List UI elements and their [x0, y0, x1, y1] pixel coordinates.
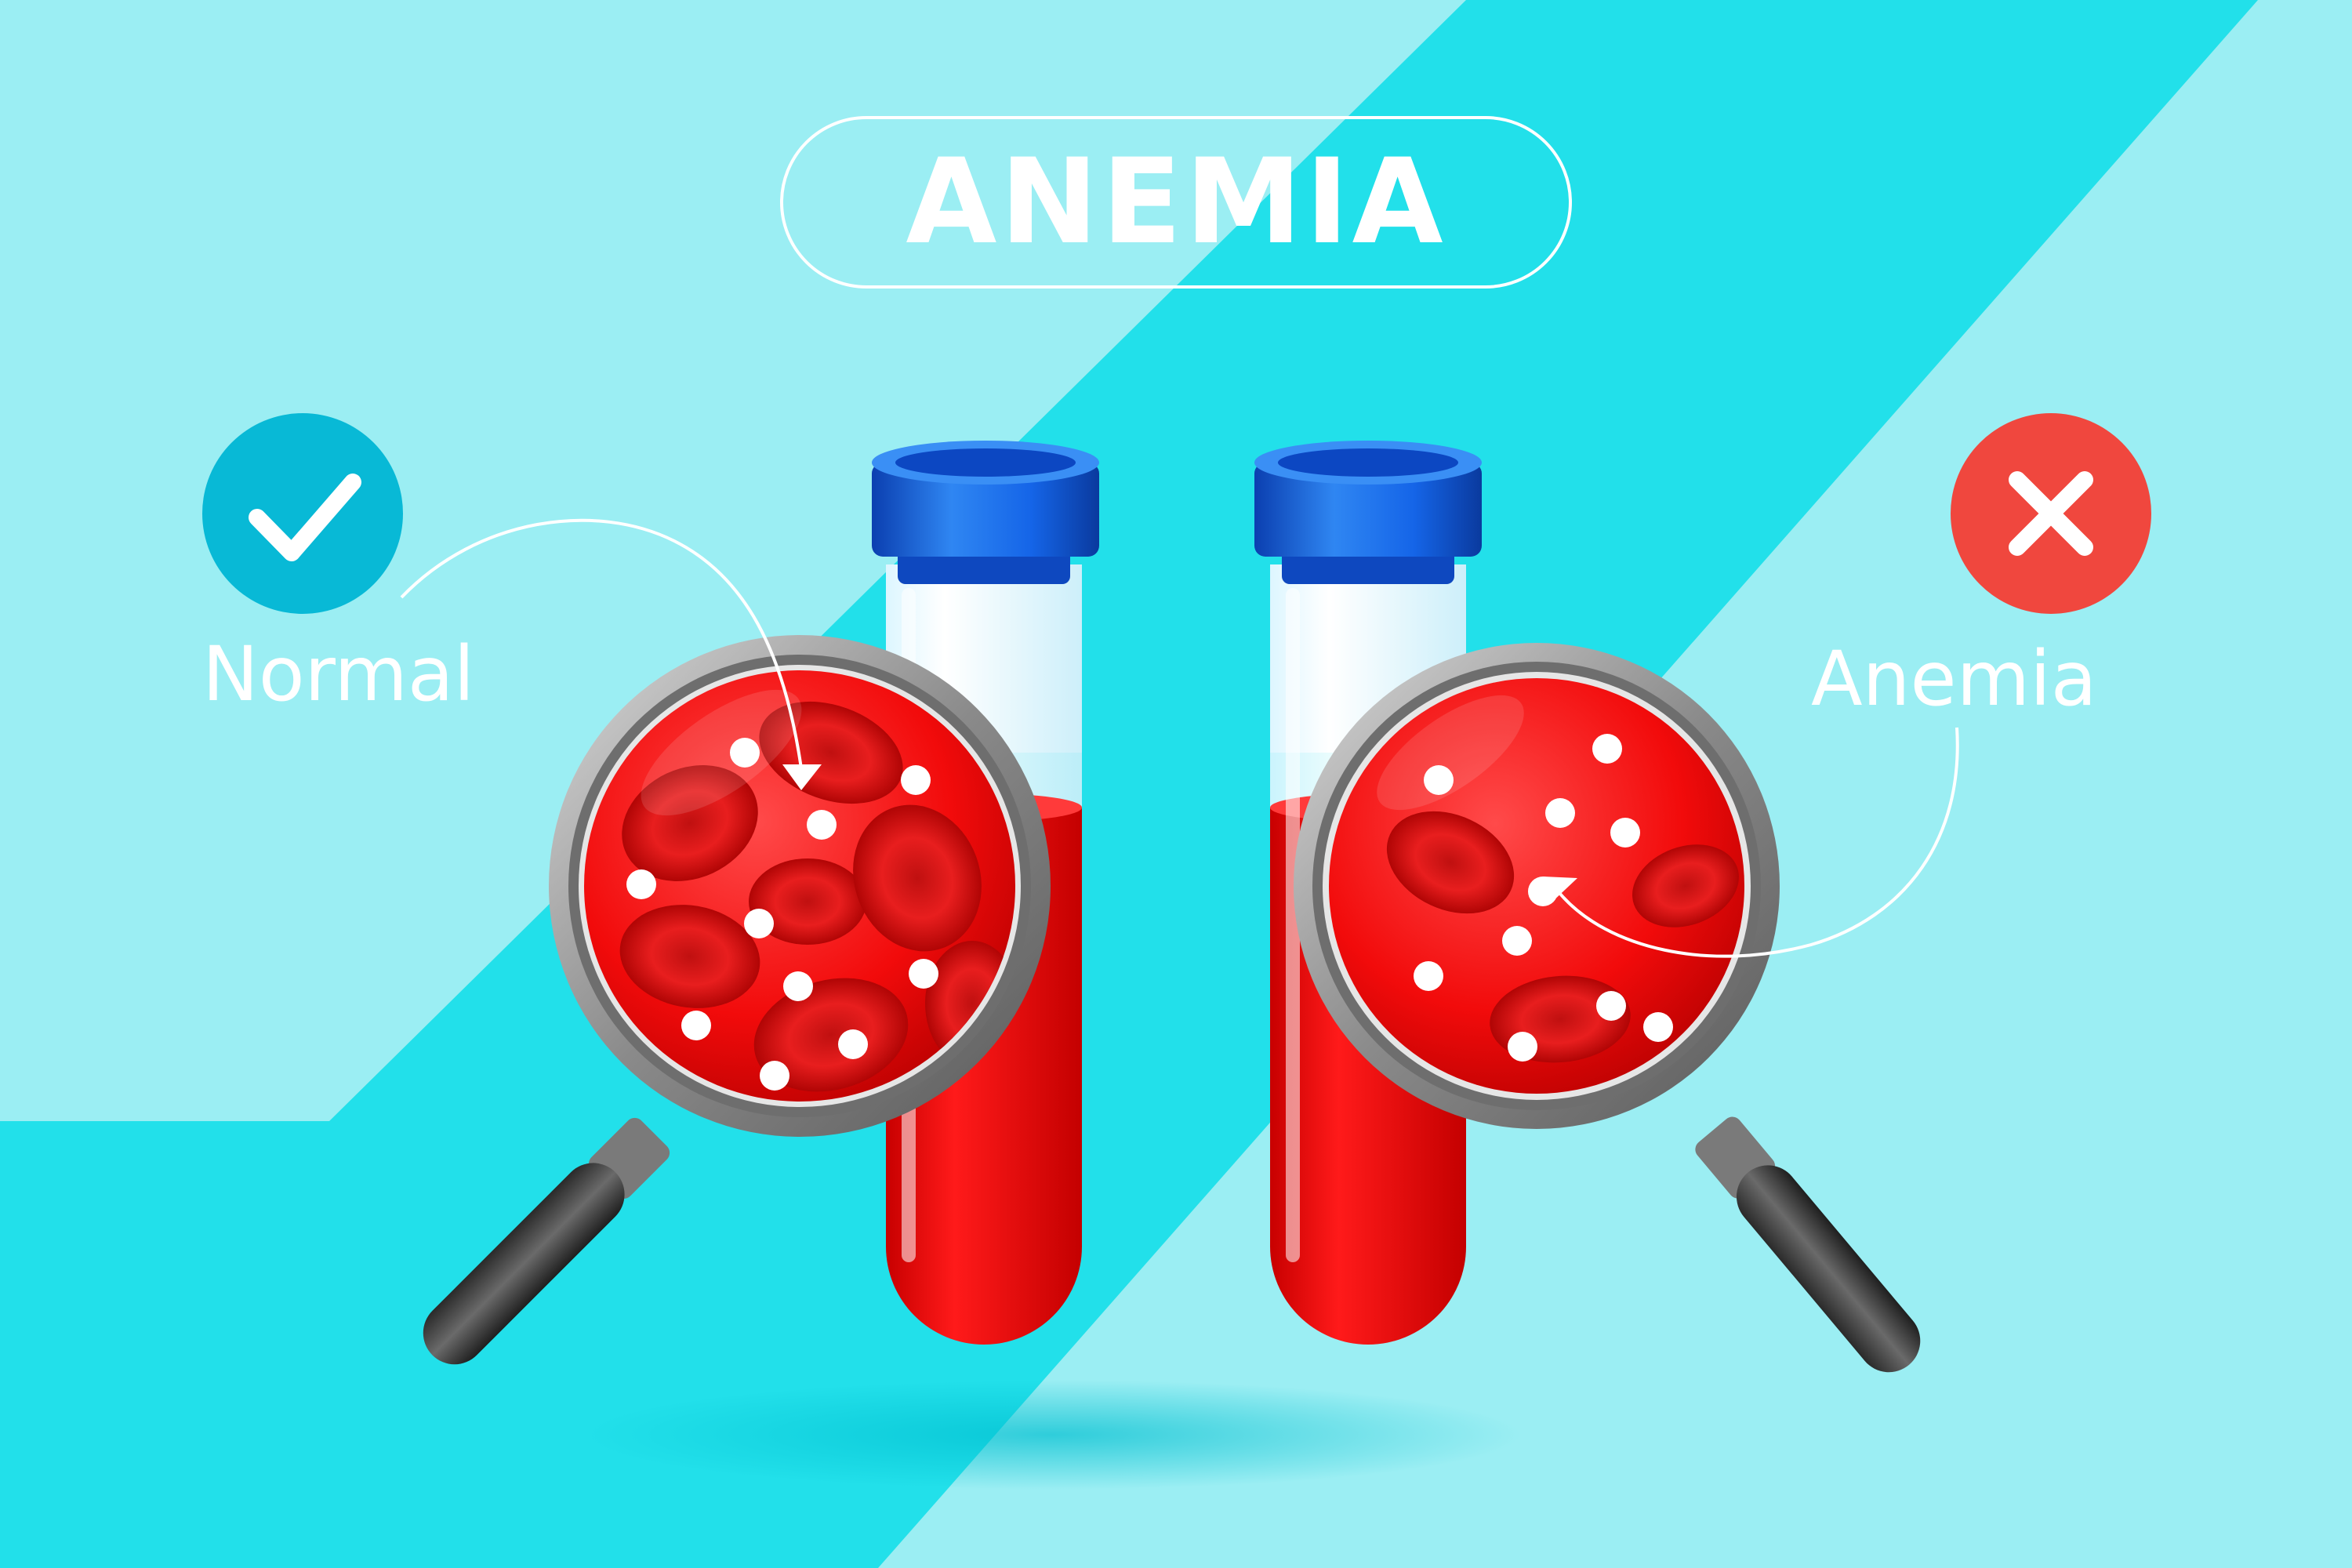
- check-icon: [202, 413, 403, 614]
- red-blood-cell: [749, 858, 866, 945]
- red-blood-cell: [622, 765, 758, 881]
- cross-icon: [1951, 413, 2151, 614]
- connector-arrow-anemia: [1543, 727, 1959, 958]
- connector-arrow-normal: [400, 518, 822, 790]
- background-band: [0, 0, 2258, 1568]
- label-anemia: Anemia: [1811, 635, 2097, 723]
- red-blood-cell: [619, 905, 760, 1008]
- white-dots-normal: [626, 738, 938, 1091]
- white-dots-anemia: [1414, 734, 1673, 1062]
- red-blood-cell: [753, 978, 909, 1092]
- title-pill: ANEMIA: [780, 116, 1572, 289]
- red-blood-cell: [1386, 811, 1515, 914]
- red-blood-cell: [1632, 844, 1739, 927]
- label-normal: Normal: [202, 630, 475, 718]
- red-blood-cell: [853, 804, 982, 952]
- magnifying-glass-icon: [1294, 643, 1921, 1373]
- page-title: ANEMIA: [906, 134, 1446, 270]
- floor-shadow: [580, 1380, 1521, 1490]
